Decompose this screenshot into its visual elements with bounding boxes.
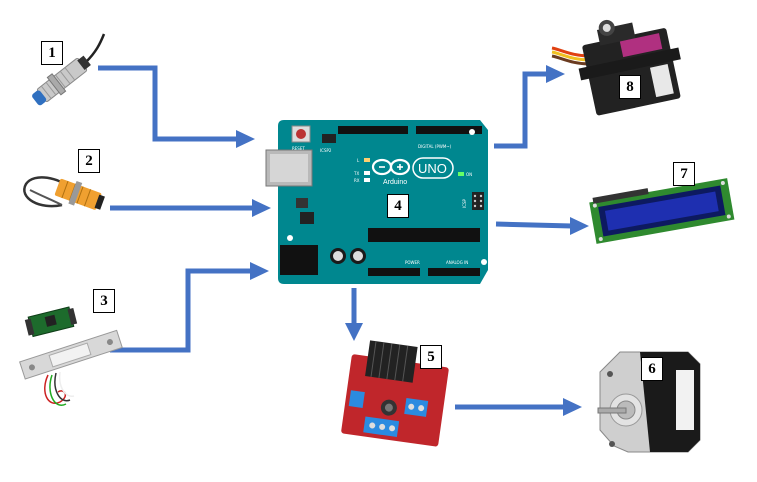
arrowhead-driver: [345, 323, 363, 341]
analog-label: ANALOG IN: [446, 260, 468, 265]
arrowhead-lcd: [570, 217, 589, 235]
led-l-label: L: [357, 158, 360, 163]
label-box-7: 7: [673, 162, 695, 186]
arrow-loadcell-to-board: [110, 268, 252, 353]
digital-label: DIGITAL (PWM~): [418, 144, 452, 149]
l298n-motor-driver: [341, 340, 449, 447]
arrowhead-servo: [546, 65, 565, 83]
label-box-6: 6: [641, 357, 663, 381]
label-box-1: 1: [41, 41, 63, 65]
power-label: POWER: [405, 260, 420, 265]
label-box-5: 5: [420, 345, 442, 369]
photoelectric-sensor: [23, 176, 105, 210]
arrowhead-sensor1: [236, 130, 255, 148]
reset-label: RESET: [292, 146, 305, 151]
arrow-board-to-servo: [494, 71, 548, 149]
label-box-3: 3: [93, 289, 115, 313]
led-on-label: ON: [466, 172, 472, 177]
servo-motor: [551, 19, 681, 116]
arduino-logo-icon: [371, 158, 411, 176]
arrowhead-sensor2: [252, 199, 271, 217]
board-model-text: UNO: [418, 161, 447, 176]
label-box-8: 8: [619, 75, 641, 99]
icsp-right-label: ICSP: [462, 198, 467, 208]
arrowhead-stepper: [563, 398, 582, 416]
connection-arrows: [98, 65, 589, 416]
arrow-board-to-lcd: [495, 221, 573, 229]
icsp2-label: ICSP2: [320, 148, 332, 153]
led-rx-label: RX: [354, 178, 360, 183]
lcd-16x2-display: [589, 178, 735, 244]
arrow-sensor1-to-board: [98, 65, 238, 142]
label-box-2: 2: [78, 149, 100, 173]
arrowhead-loadcell: [250, 262, 269, 280]
label-box-4: 4: [387, 194, 409, 218]
arduino-uno-board: RESET ICSP2 DIGITAL (PWM~) Arduino UNO L…: [265, 120, 488, 284]
inductive-proximity-sensor: [32, 33, 106, 106]
board-logo-text: Arduino: [383, 179, 407, 186]
load-cell-with-hx711: [19, 306, 123, 406]
led-tx-label: TX: [353, 171, 359, 176]
